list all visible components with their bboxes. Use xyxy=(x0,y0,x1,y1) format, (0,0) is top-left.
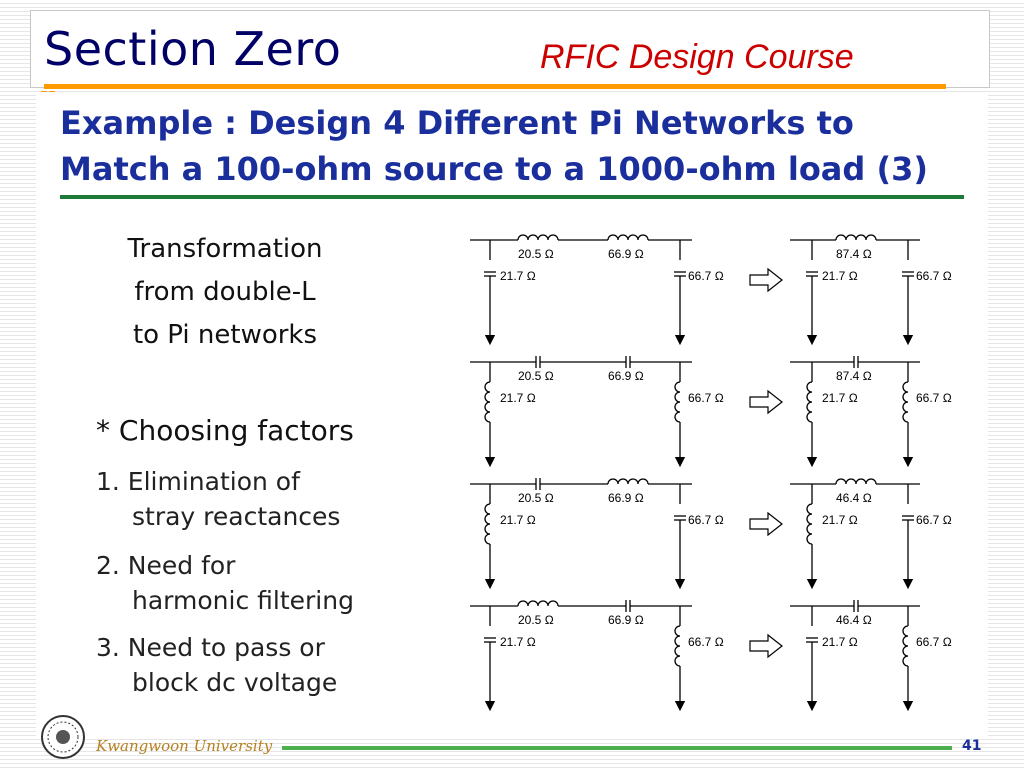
shunt-value-label: 21.7 Ω xyxy=(500,635,536,649)
example-title-line2: Match a 100-ohm source to a 1000-ohm loa… xyxy=(60,150,928,188)
inductor-icon xyxy=(517,600,559,607)
footer-divider xyxy=(282,746,952,750)
footer-university: Kwangwoon University xyxy=(96,737,273,755)
factor-line: block dc voltage xyxy=(132,668,338,697)
shunt-value-label: 66.7 Ω xyxy=(688,269,724,283)
shunt-value-label: 21.7 Ω xyxy=(822,635,858,649)
pi-network-diagrams: 20.5 Ω 66.9 Ω 21.7 Ω 66.7 Ω 87.4 Ω 21.7 Ω 66.7… xyxy=(470,234,952,712)
shunt-value-label: 21.7 Ω xyxy=(500,269,536,283)
shunt-value-label: 21.7 Ω xyxy=(822,391,858,405)
transformation-line: from double-L xyxy=(134,277,316,307)
transform-arrow-icon xyxy=(749,633,783,659)
shunt-value-label: 66.7 Ω xyxy=(916,391,952,405)
factor-item: 3. Need to pass or block dc voltage xyxy=(96,630,337,700)
title-underline xyxy=(60,195,964,199)
factor-item: 1. Elimination of stray reactances xyxy=(96,464,340,534)
factor-item: 2. Need for harmonic filtering xyxy=(96,548,354,618)
shunt-value-label: 66.7 Ω xyxy=(916,269,952,283)
factor-line: 1. Elimination of xyxy=(96,467,300,496)
series-value-label: 66.9 Ω xyxy=(608,491,644,505)
factor-line: 3. Need to pass or xyxy=(96,633,325,662)
transform-arrow-icon xyxy=(749,389,783,415)
series-value-label: 46.4 Ω xyxy=(836,613,872,627)
factor-line: 2. Need for xyxy=(96,551,236,580)
shunt-value-label: 66.7 Ω xyxy=(688,391,724,405)
example-title: Example : Design 4 Different Pi Networks… xyxy=(60,100,980,192)
series-value-label: 20.5 Ω xyxy=(518,491,554,505)
series-value-label: 20.5 Ω xyxy=(518,247,554,261)
inductor-icon xyxy=(484,381,491,423)
inductor-icon xyxy=(835,234,877,241)
inductor-icon xyxy=(674,381,681,423)
shunt-value-label: 66.7 Ω xyxy=(916,513,952,527)
inductor-icon xyxy=(806,503,813,545)
shunt-value-label: 21.7 Ω xyxy=(822,269,858,283)
transform-arrow-icon xyxy=(749,267,783,293)
series-value-label: 20.5 Ω xyxy=(518,613,554,627)
page-number: 41 xyxy=(962,738,982,754)
inductor-icon xyxy=(517,234,559,241)
slide-content-area xyxy=(36,92,988,736)
inductor-icon xyxy=(484,503,491,545)
series-value-label: 87.4 Ω xyxy=(836,369,872,383)
inductor-icon xyxy=(902,625,909,667)
course-title: RFIC Design Course xyxy=(540,38,854,76)
inductor-icon xyxy=(835,478,877,485)
inductor-icon xyxy=(806,381,813,423)
transformation-text: Transformation from double-L to Pi netwo… xyxy=(100,228,350,357)
shunt-value-label: 21.7 Ω xyxy=(500,513,536,527)
transformation-line: to Pi networks xyxy=(132,320,318,350)
series-value-label: 66.9 Ω xyxy=(608,369,644,383)
series-value-label: 66.9 Ω xyxy=(608,613,644,627)
shunt-value-label: 66.7 Ω xyxy=(688,513,724,527)
series-value-label: 66.9 Ω xyxy=(608,247,644,261)
inductor-icon xyxy=(607,478,649,485)
inductor-icon xyxy=(902,381,909,423)
series-value-label: 46.4 Ω xyxy=(836,491,872,505)
series-value-label: 87.4 Ω xyxy=(836,247,872,261)
shunt-value-label: 66.7 Ω xyxy=(916,635,952,649)
factor-line: stray reactances xyxy=(132,502,341,531)
inductor-icon xyxy=(607,234,649,241)
factor-line: harmonic filtering xyxy=(132,586,354,615)
transformation-line: Transformation xyxy=(127,234,323,264)
transform-arrow-icon xyxy=(749,511,783,537)
header-box xyxy=(30,10,990,88)
section-title: Section Zero xyxy=(44,22,342,76)
header-divider xyxy=(44,84,946,89)
example-title-line1: Example : Design 4 Different Pi Networks… xyxy=(60,104,854,142)
choosing-factors-heading: * Choosing factors xyxy=(96,414,354,447)
inductor-icon xyxy=(674,625,681,667)
university-seal-icon xyxy=(38,714,88,765)
shunt-value-label: 66.7 Ω xyxy=(688,635,724,649)
series-value-label: 20.5 Ω xyxy=(518,369,554,383)
shunt-value-label: 21.7 Ω xyxy=(822,513,858,527)
shunt-value-label: 21.7 Ω xyxy=(500,391,536,405)
